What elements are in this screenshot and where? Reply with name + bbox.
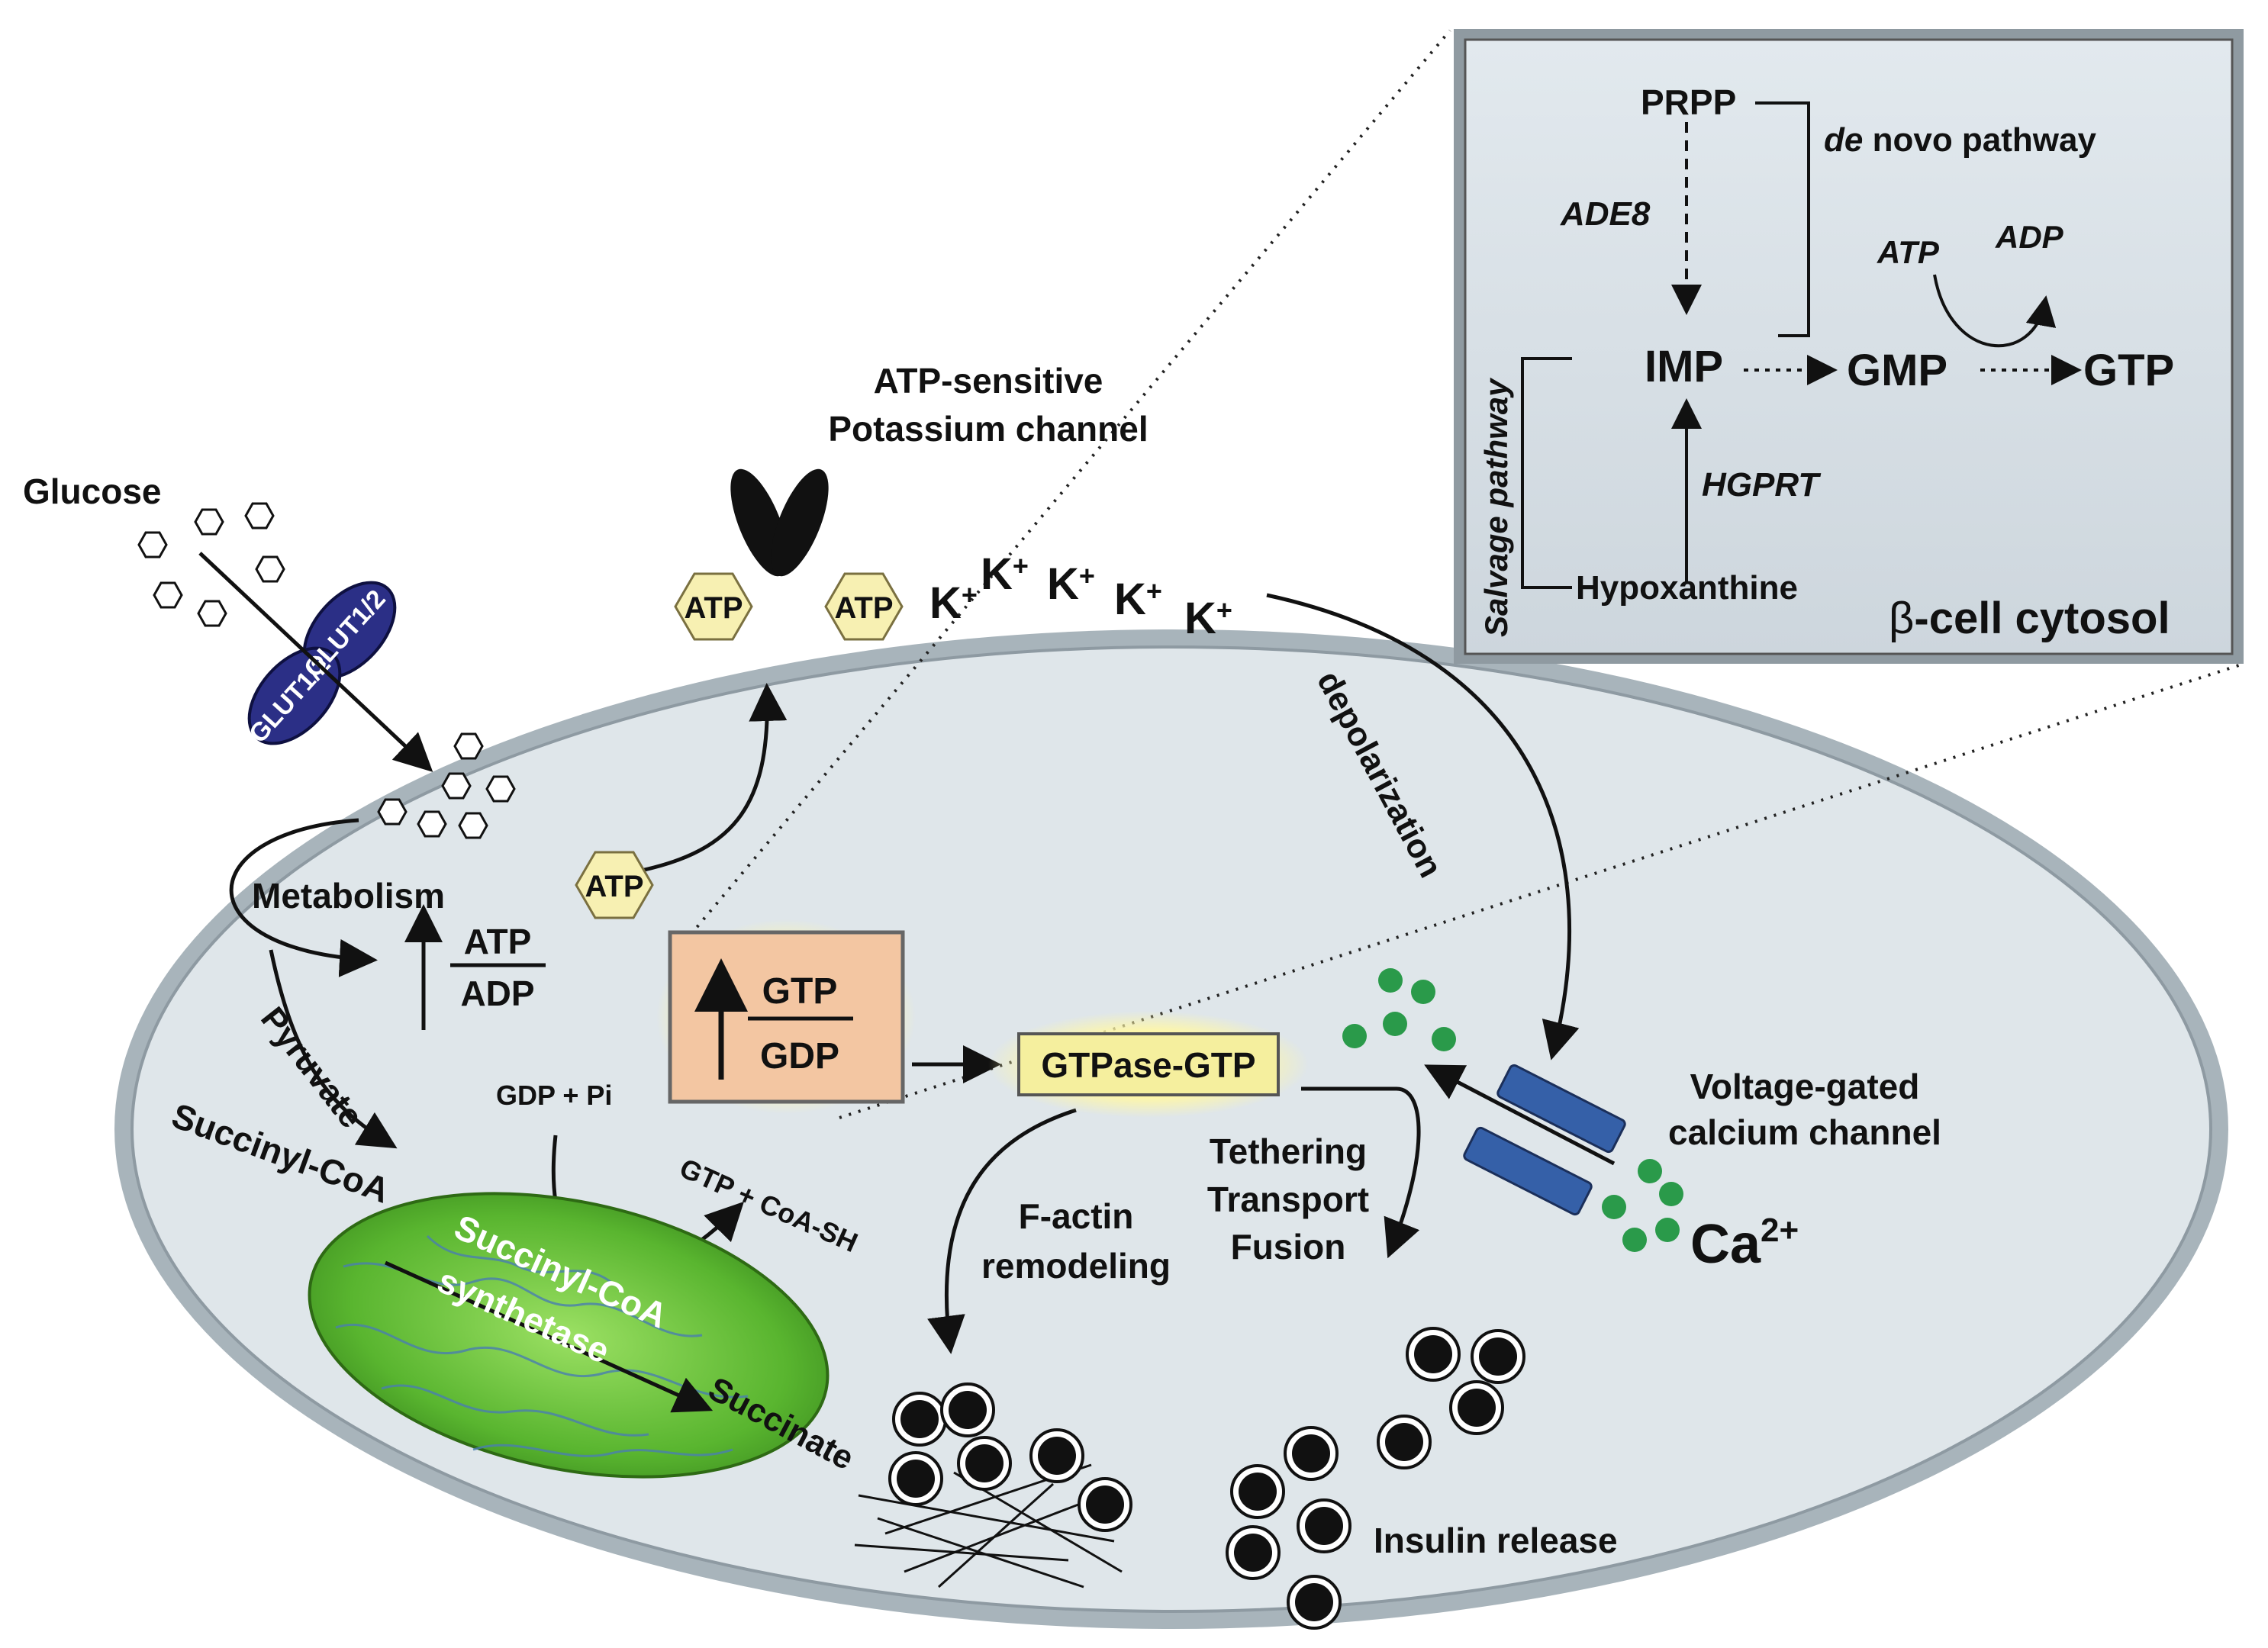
mito-arrows <box>384 1260 714 1413</box>
k-ion-1-base: K <box>929 578 962 628</box>
transport-label: Transport <box>1207 1180 1369 1219</box>
calcium-ions <box>1342 968 1683 1252</box>
inset-cell-cytosol: -cell cytosol <box>1914 594 2170 643</box>
katp-label-line2: Potassium channel <box>828 409 1148 449</box>
glucose-molecules <box>137 502 516 839</box>
k-ion-2-sup: + <box>1013 550 1029 581</box>
insulin-granules-released <box>1226 1327 1525 1630</box>
gtp-gdp-box: GTP GDP <box>656 919 916 1114</box>
k-ion-3: K+ <box>1047 559 1095 609</box>
inset-beta: β <box>1889 594 1914 643</box>
k-ion-5-base: K <box>1184 594 1216 643</box>
gtpase-gtp-label: GTPase-GTP <box>1041 1045 1255 1085</box>
fusion-label: Fusion <box>1231 1227 1346 1267</box>
insulin-release-label: Insulin release <box>1374 1521 1618 1560</box>
inset-hgprt: HGPRT <box>1702 466 1821 504</box>
gdp-pi-label: GDP + Pi <box>496 1080 612 1111</box>
calcium-label-sup: 2+ <box>1761 1212 1799 1249</box>
inset-novo-pathway: novo pathway <box>1873 121 2097 159</box>
inset-de-novo: de novo pathway <box>1824 121 2096 159</box>
inset-beta-cell-cytosol: β-cell cytosol <box>1889 594 2170 643</box>
k-ion-3-base: K <box>1047 559 1079 609</box>
ratio-adp-label: ADP <box>460 974 534 1013</box>
atp-hexagon-a-label: ATP <box>684 591 743 625</box>
atp-hexagon-c-label: ATP <box>585 870 643 903</box>
inset-ade8: ADE8 <box>1560 195 1651 233</box>
glut-transporter: GLUT1/2 GLUT1/2 <box>243 581 397 748</box>
gtpase-gtp-box: GTPase-GTP <box>988 1011 1309 1118</box>
factin-label-line2: remodeling <box>981 1246 1171 1286</box>
atp-hexagon-b: ATP <box>824 572 904 641</box>
k-ion-2: K+ <box>981 549 1029 599</box>
inset-labels: PRPP de novo pathway ADE8 ATP ADP IMP GM… <box>1478 82 2174 643</box>
calcium-label-base: Ca <box>1690 1214 1761 1275</box>
metabolism-label: Metabolism <box>252 876 445 916</box>
tethering-label: Tethering <box>1210 1131 1367 1171</box>
vgcc-label-line2: calcium channel <box>1668 1112 1941 1152</box>
inset-panel <box>1454 29 2244 664</box>
inset-hypoxanthine: Hypoxanthine <box>1576 569 1798 607</box>
k-ion-1-sup: + <box>962 579 978 610</box>
k-ion-3-sup: + <box>1079 560 1095 591</box>
k-ion-5: K+ <box>1184 594 1232 643</box>
k-ion-4: K+ <box>1114 575 1162 624</box>
insulin-granules-docked <box>888 1382 1132 1532</box>
katp-label-line1: ATP-sensitive <box>874 361 1103 401</box>
inset-arrows <box>1521 101 2082 589</box>
inset-gmp: GMP <box>1847 346 1947 395</box>
factin-label-line1: F-actin <box>1019 1196 1134 1236</box>
inset-atp: ATP <box>1877 234 1940 270</box>
calcium-label: Ca2+ <box>1690 1212 1799 1275</box>
inset-gtp: GTP <box>2083 346 2174 395</box>
inset-adp: ADP <box>1995 219 2064 255</box>
k-ion-5-sup: + <box>1216 594 1232 626</box>
gtp-box-denominator: GDP <box>760 1036 839 1077</box>
inset-imp: IMP <box>1645 342 1723 391</box>
potassium-ions: K+ K+ K+ K+ K+ <box>929 549 1232 643</box>
katp-channel <box>730 468 829 577</box>
atp-hexagon-c: ATP <box>575 851 654 919</box>
inset-salvage-pathway: Salvage pathway <box>1478 377 1514 637</box>
k-ion-2-base: K <box>981 549 1013 599</box>
vgcc-channel <box>1463 1064 1626 1216</box>
atp-hexagon-a: ATP <box>674 572 753 641</box>
inset-de: de <box>1824 121 1863 159</box>
atp-hexagon-b-label: ATP <box>834 591 893 625</box>
vgcc-label-line1: Voltage-gated <box>1690 1067 1920 1106</box>
gtp-box-numerator: GTP <box>762 971 838 1012</box>
atp-adp-ratio: ATP ADP <box>450 922 546 1013</box>
k-ion-4-base: K <box>1114 575 1146 624</box>
zoom-lines <box>689 29 2244 1119</box>
ratio-atp-label: ATP <box>464 922 532 961</box>
k-ion-4-sup: + <box>1146 575 1162 607</box>
k-ion-1: K+ <box>929 578 978 628</box>
glucose-label: Glucose <box>23 472 162 511</box>
inset-prpp: PRPP <box>1641 82 1736 122</box>
